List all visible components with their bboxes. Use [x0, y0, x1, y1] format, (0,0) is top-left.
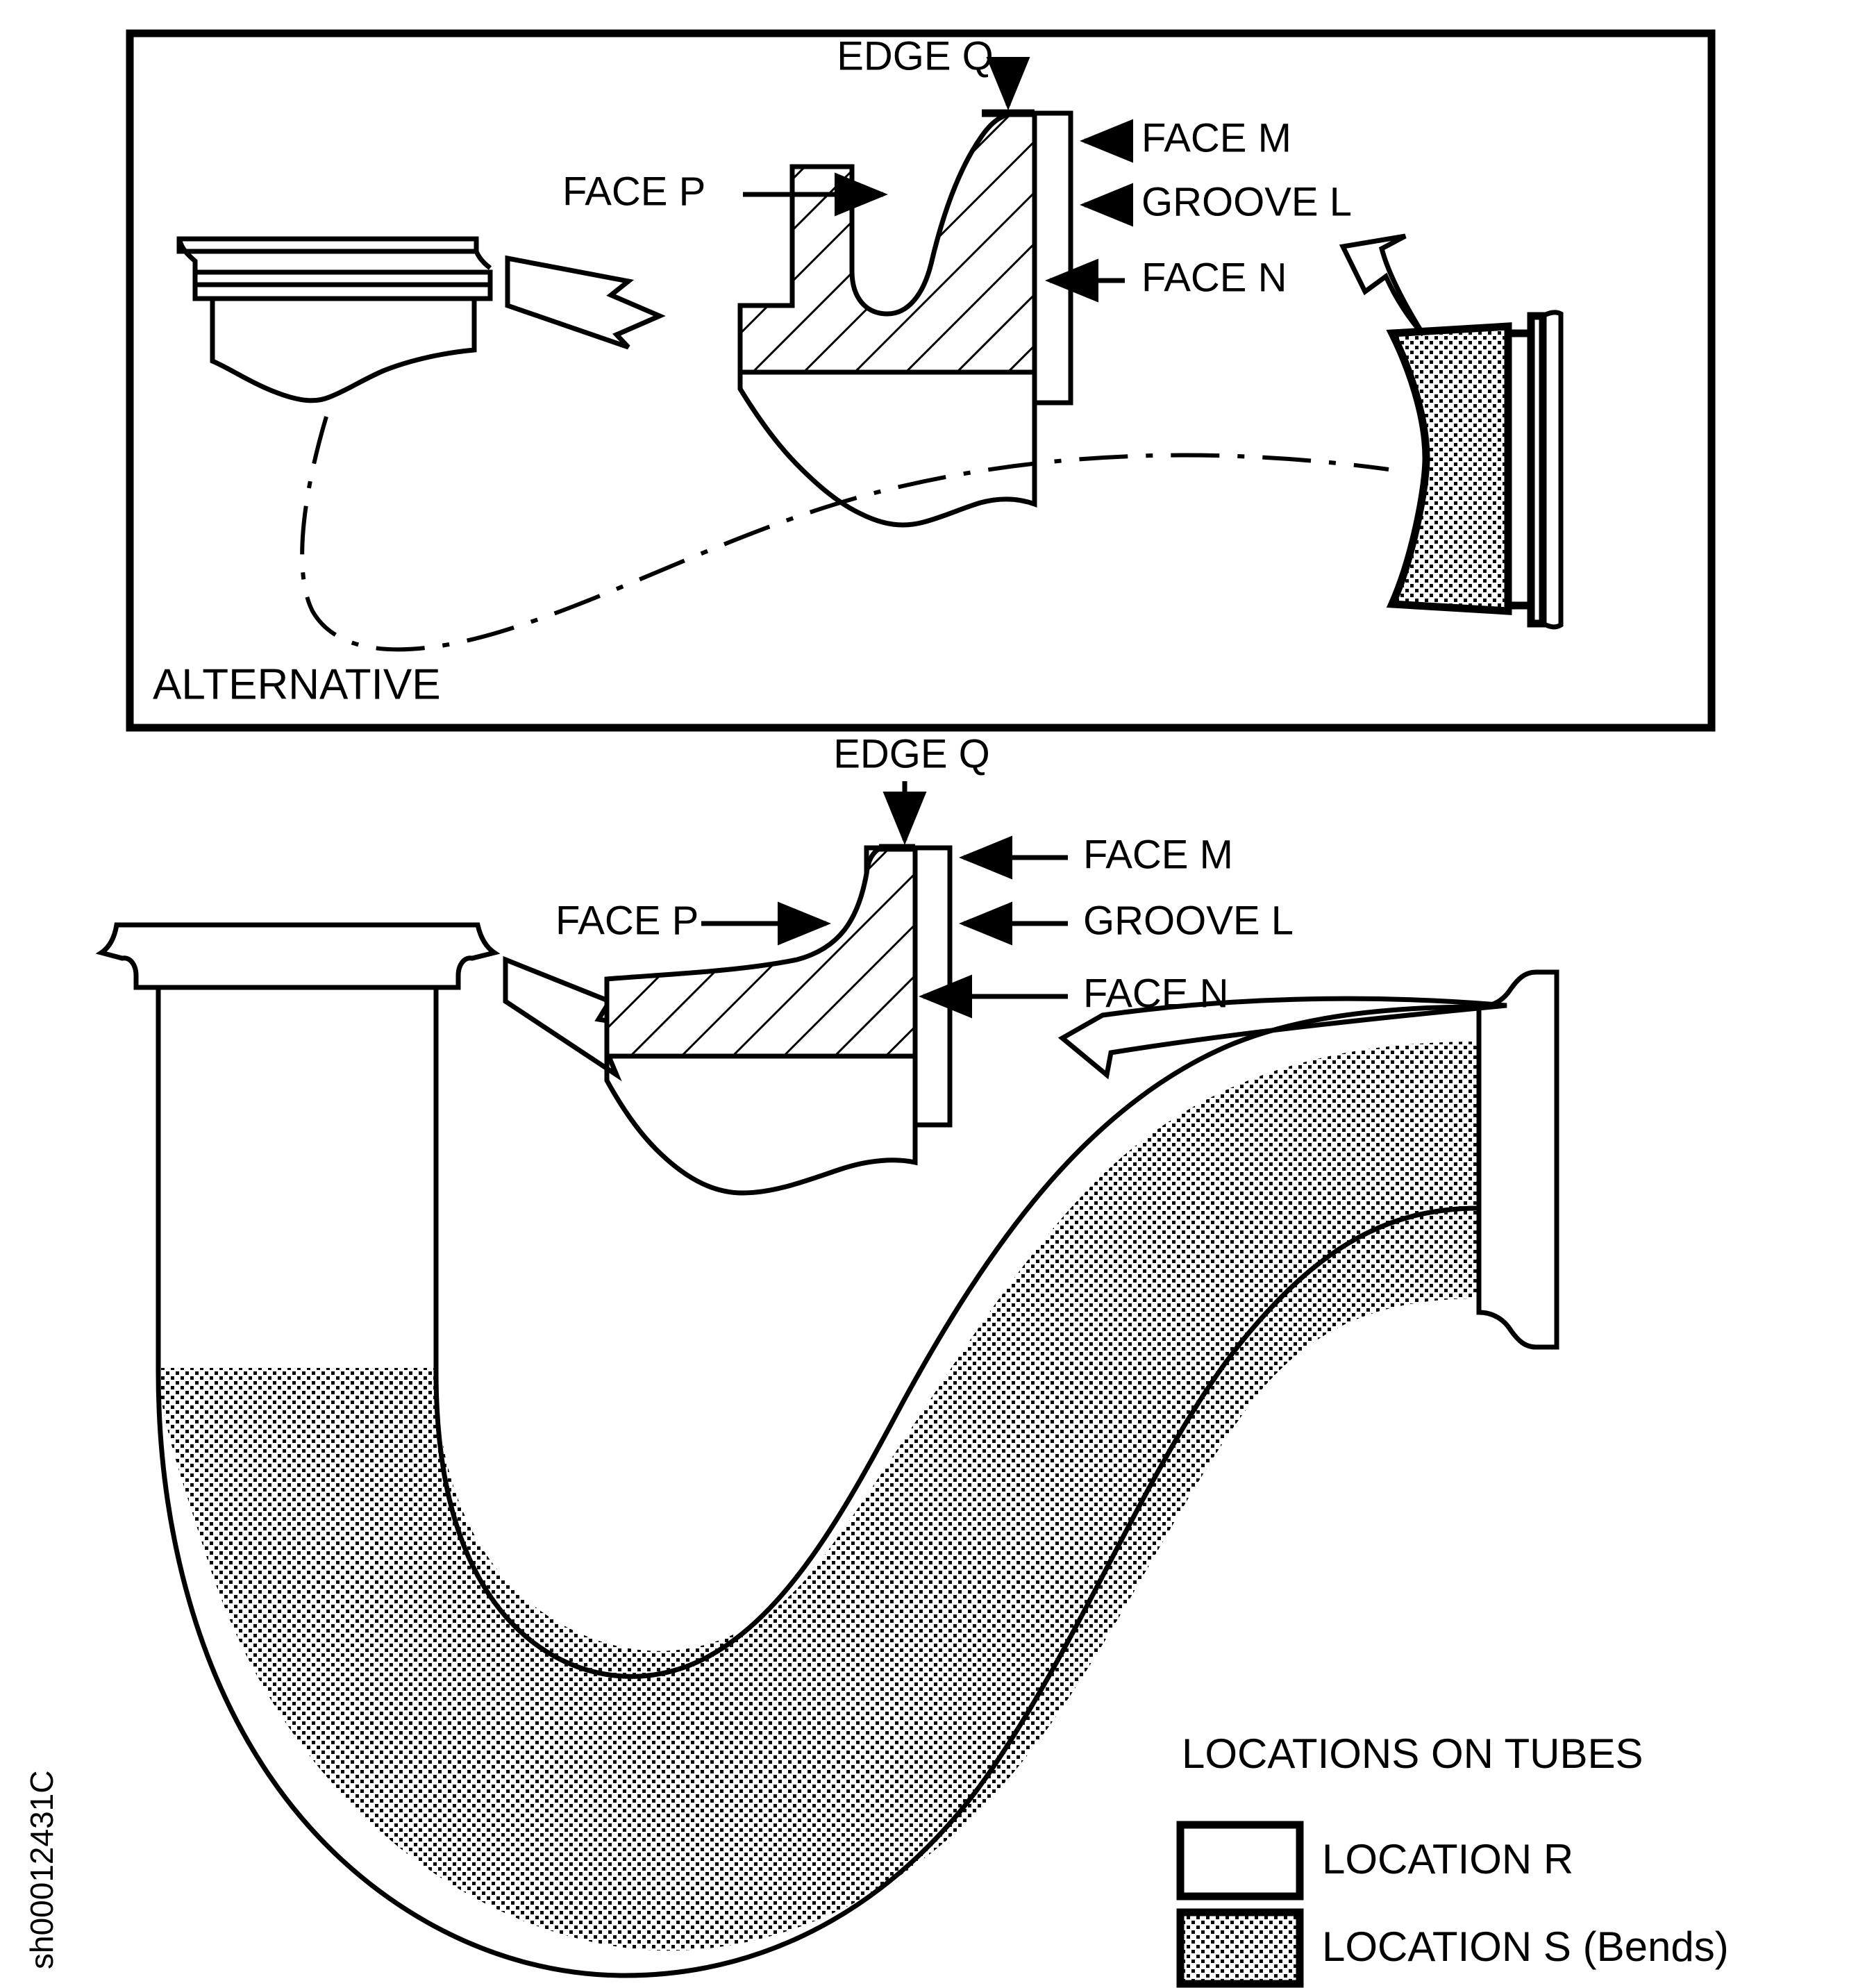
- alt-bend-pointer-arrow: [1339, 233, 1425, 337]
- sheet-id: sh00012431C: [24, 1771, 60, 1969]
- alt-label-face-m: FACE M: [1141, 115, 1291, 160]
- alternative-panel: ALTERNATIVE EDGE Q FACE M GROOVE L FACE …: [126, 29, 1716, 732]
- legend: LOCATIONS ON TUBES LOCATION R LOCATION S…: [1176, 1730, 1729, 1988]
- main-flange-wall: [912, 845, 953, 1128]
- main-bend-pointer-arrow: [1057, 996, 1507, 1080]
- alt-flange-wall: [1032, 110, 1073, 406]
- main-label-groove-l: GROOVE L: [1083, 898, 1294, 943]
- main-section-break-contour: [604, 1053, 918, 1196]
- alt-bend-tube-body: [1386, 322, 1512, 615]
- main-tube-outer-wall: [156, 986, 1480, 1978]
- main-tube-top-flange: [95, 922, 501, 990]
- alt-label-face-p: FACE P: [562, 169, 705, 214]
- alternative-panel-border: [126, 29, 1716, 732]
- main-label-face-m: FACE M: [1083, 832, 1233, 877]
- main-label-face-p: FACE P: [555, 898, 698, 943]
- main-label-edge-q: EDGE Q: [833, 731, 990, 776]
- legend-swatch-location-s: [1176, 1908, 1304, 1988]
- alt-label-edge-q: EDGE Q: [837, 33, 994, 78]
- alt-bend-tube-end: [1386, 310, 1564, 630]
- alternative-caption: ALTERNATIVE: [153, 660, 441, 708]
- legend-label-location-s: LOCATION S (Bends): [1322, 1923, 1729, 1970]
- legend-label-location-r: LOCATION R: [1322, 1836, 1573, 1882]
- alt-label-face-n: FACE N: [1141, 255, 1287, 300]
- main-tube-bend-fill: [158, 1042, 1479, 1951]
- main-tube-inner-wall: [433, 986, 1480, 1679]
- legend-title: LOCATIONS ON TUBES: [1182, 1730, 1643, 1777]
- main-u-tube: [95, 922, 1559, 1978]
- alt-cross-section: [737, 109, 1073, 528]
- alt-section-break-contour: [737, 369, 1037, 528]
- main-cross-section: [604, 844, 953, 1196]
- main-section-hatched-body: [604, 845, 918, 1059]
- alt-label-groove-l: GROOVE L: [1141, 179, 1352, 224]
- alt-section-hatched-body: [737, 110, 1037, 375]
- alt-tube-end-view: [176, 236, 493, 403]
- main-label-face-n: FACE N: [1083, 971, 1229, 1016]
- alt-projection-dashdot: [300, 416, 1389, 652]
- main-tube-right-flange: [1476, 969, 1559, 1350]
- legend-swatch-location-r: [1176, 1821, 1304, 1901]
- alt-expand-arrow: [505, 255, 666, 350]
- main-panel: EDGE Q FACE M GROOVE L FACE N FACE P: [95, 731, 1559, 1978]
